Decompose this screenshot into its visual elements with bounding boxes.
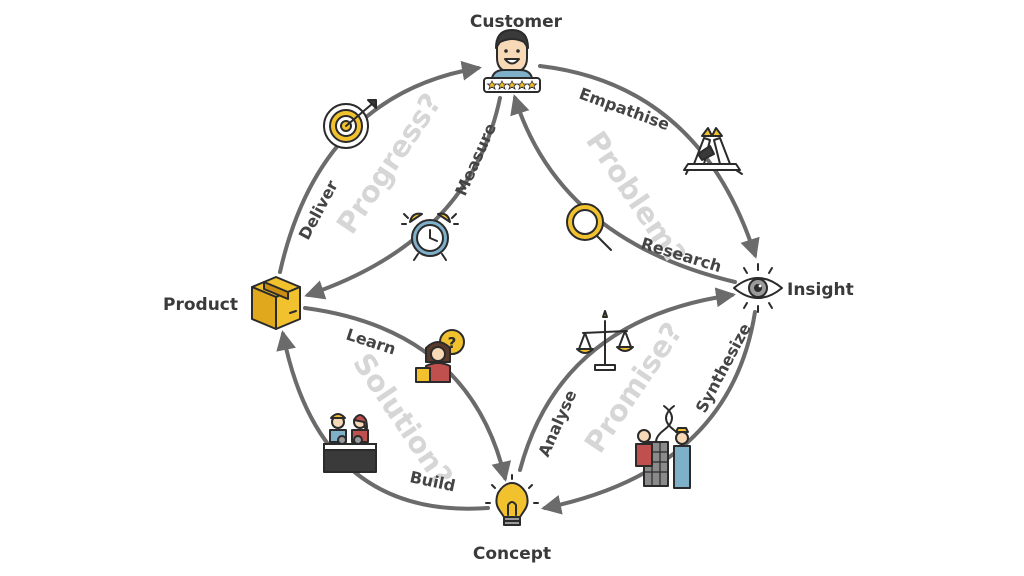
node-label-customer: Customer [470,12,563,32]
edge-label-deliver: Deliver [295,177,342,243]
magnifier-icon [566,203,612,251]
lightbulb-icon [485,474,539,526]
balance-scale-icon [576,310,634,371]
edge-label-measure: Measure [451,120,500,198]
eye-icon [733,263,783,313]
node-label-product: Product [163,295,238,315]
hands-icon [683,127,743,175]
alarm-clock-icon [401,212,459,261]
learner-icon: ? [415,329,465,383]
arrow-concept-to-insight [518,287,736,472]
node-label-insight: Insight [787,280,854,300]
builders-icon [323,413,377,473]
node-label-concept: Concept [473,544,551,564]
svg-text:?: ? [448,334,457,352]
arrow-customer-to-product [304,96,502,300]
target-icon [323,99,377,149]
arrow-customer-to-insight [538,64,760,259]
cardboard-box-icon [251,276,301,330]
quadrant-label-promise: Promise? [578,316,690,459]
edge-label-analyse: Analyse [534,387,580,460]
arrow-insight-to-concept [541,310,757,515]
smiling-customer-icon [483,29,541,93]
dna-team-icon [635,405,691,489]
